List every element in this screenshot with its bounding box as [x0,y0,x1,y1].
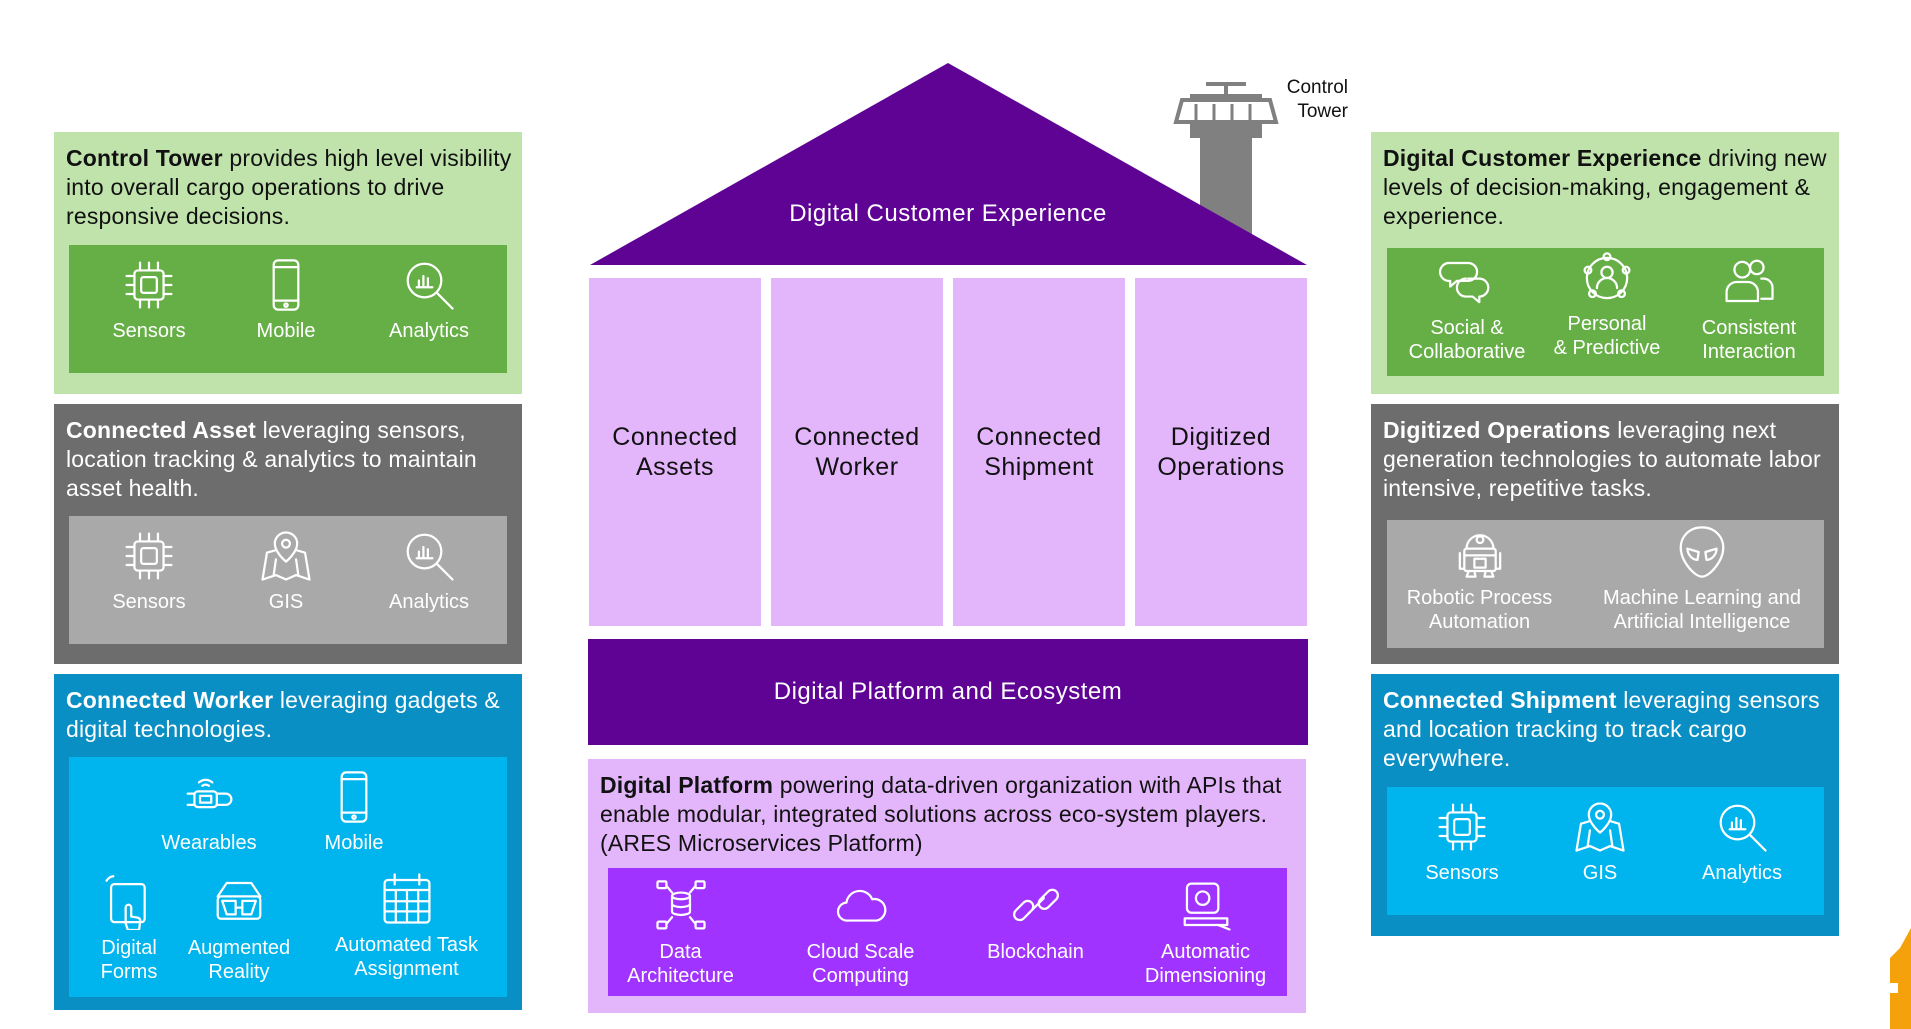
sensors-item: Sensors [94,257,204,343]
data-architecture-icon [655,880,706,930]
digital-platform-description: Digital Platform powering data-driven or… [600,772,1282,856]
control-tower-description: Control Tower provides high level visibi… [66,145,512,229]
sensors-item: Sensors [94,528,204,614]
house-roof [590,63,1307,265]
digitized-operations-panel: Digitized Operations leveraging next gen… [1371,404,1839,664]
digital-cx-description: Digital Customer Experience driving new … [1383,145,1827,229]
mobile-icon [340,771,368,823]
connected-shipment-panel: Connected Shipment leveraging sensors an… [1371,674,1839,936]
analytics-item: Analytics [369,528,489,614]
digital-cx-panel: Digital Customer Experience driving new … [1371,132,1839,394]
consistent-interaction-item: Consistent Interaction [1679,254,1819,364]
calendar-icon [382,873,431,924]
map-pin-icon [1575,802,1625,852]
control-tower-tech-box: Sensors Mobile Analytics [69,245,507,373]
cloud-computing-item: Cloud Scale Computing [783,878,938,988]
analytics-item: Analytics [369,257,489,343]
gis-item: GIS [1545,799,1655,885]
roof-label: Digital Customer Experience [789,200,1107,227]
analytics-item: Analytics [1682,799,1802,885]
social-collaborative-item: Social & Collaborative [1392,254,1542,364]
ml-ai-item: Machine Learning and Artificial Intellig… [1587,524,1817,634]
chat-icon [1439,261,1490,304]
wearables-item: Wearables [144,769,274,855]
digital-forms-item: Digital Forms [84,874,174,984]
control-tower-panel: Control Tower provides high level visibi… [54,132,522,394]
blockchain-icon [1010,886,1061,924]
connected-worker-description: Connected Worker leveraging gadgets & di… [66,687,500,742]
connected-worker-panel: Connected Worker leveraging gadgets & di… [54,674,522,1010]
mobile-item: Mobile [231,257,341,343]
platform-tech-box: Data Architecture Cloud Scale Computing … [608,868,1287,996]
roof-triangle [590,63,1307,265]
pillar-digitized-operations: Digitized Operations [1135,278,1307,626]
orange-corner-shape [1888,928,1911,1029]
tower-label: Control Tower [1286,77,1348,122]
sensors-item: Sensors [1407,799,1517,885]
connected-asset-panel: Connected Asset leveraging sensors, loca… [54,404,522,664]
digital-platform-panel: Digital Platform powering data-driven or… [588,759,1306,1013]
digitized-operations-tech-box: Robotic Process Automation Machine Learn… [1387,520,1824,648]
personal-predictive-item: Personal & Predictive [1537,250,1677,360]
digitized-operations-description: Digitized Operations leveraging next gen… [1383,417,1821,501]
alien-head-icon [1679,526,1725,578]
analytics-icon [406,533,454,581]
touch-form-icon [105,875,146,930]
automated-task-item: Automated Task Assignment [314,871,499,981]
network-person-icon [1583,252,1631,300]
robot-icon [1458,534,1501,578]
dimensioning-icon [1183,882,1231,931]
chip-icon [125,532,173,580]
map-pin-icon [261,531,311,581]
connected-worker-tech-box: Wearables Mobile Digital Forms Augmented… [69,757,507,997]
digital-cx-tech-box: Social & Collaborative Personal & Predic… [1387,248,1824,376]
pillar-connected-assets: Connected Assets [589,278,761,626]
connected-shipment-description: Connected Shipment leveraging sensors an… [1383,687,1820,771]
pillar-connected-shipment: Connected Shipment [953,278,1125,626]
analytics-icon [1719,804,1767,852]
cloud-icon [836,889,886,922]
gis-item: GIS [231,528,341,614]
chip-icon [1438,803,1486,851]
connected-asset-description: Connected Asset leveraging sensors, loca… [66,417,477,501]
blockchain-item: Blockchain [963,878,1108,964]
pillar-connected-worker: Connected Worker [771,278,943,626]
connected-asset-tech-box: Sensors GIS Analytics [69,516,507,644]
people-icon [1725,259,1774,303]
rpa-item: Robotic Process Automation [1392,524,1567,634]
wearable-icon [186,778,233,809]
data-architecture-item: Data Architecture [613,878,748,988]
control-tower-icon [1173,82,1279,235]
ar-glasses-icon [216,881,262,920]
mobile-item: Mobile [299,769,409,855]
automatic-dimensioning-item: Automatic Dimensioning [1128,878,1283,988]
platform-bar: Digital Platform and Ecosystem [588,639,1308,745]
augmented-reality-item: Augmented Reality [174,874,304,984]
connected-shipment-tech-box: Sensors GIS Analytics [1387,787,1824,915]
